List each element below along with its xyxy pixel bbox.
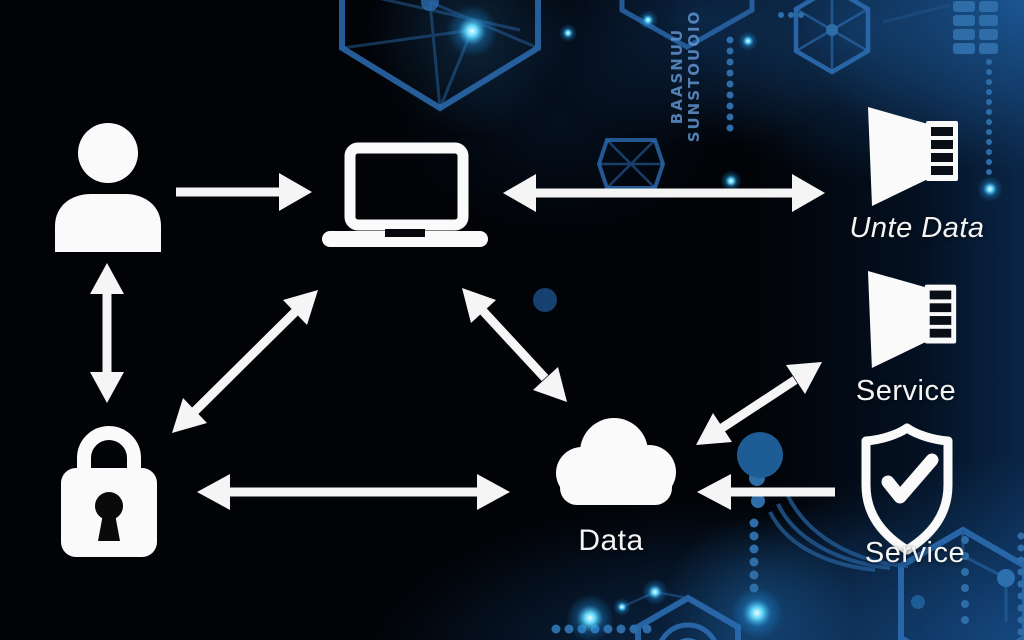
label-gateway-middle: Service: [855, 375, 957, 407]
lock-icon: [61, 426, 157, 557]
hexagon-bottom-center-ring: [659, 622, 717, 640]
arrow-user-laptop: [176, 173, 312, 211]
hexagon-top-middle: [619, 0, 755, 50]
label-cloud: Data: [578, 524, 644, 557]
server-door-icon-middle: [867, 270, 957, 368]
accent-dots: [421, 0, 1015, 640]
hexagon-small-lines: [599, 139, 663, 189]
arrow-cloud-service: [696, 362, 822, 445]
dotted-line-bottom-right: [961, 532, 1024, 636]
label-gateway-top: Unte Data: [849, 212, 985, 244]
shield-check-icon: [861, 423, 953, 555]
arrow-shield-cloud: [697, 474, 835, 510]
rack-squares-decoration: [953, 1, 998, 54]
arrow-user-lock: [90, 263, 124, 403]
cloud-icon: [556, 418, 676, 505]
label-shield: Service: [864, 537, 966, 569]
glow-dots: [446, 5, 1003, 640]
dotted-line-right: [986, 59, 992, 175]
hexagon-top-right-spokes: [795, 0, 869, 72]
arrow-laptop-cloud: [462, 288, 567, 402]
server-door-icon-top: [868, 107, 958, 206]
laptop-icon: [322, 142, 488, 247]
circuit-traces: [621, 3, 1008, 622]
arrow-lock-laptop: [172, 290, 318, 433]
dotted-line-vertical-top: [726, 36, 734, 132]
user-icon: [55, 123, 161, 252]
arrow-lock-cloud: [197, 474, 510, 510]
arrow-laptop-untedata: [503, 174, 825, 212]
arrows: [90, 173, 835, 510]
hexagon-top-center: [339, 0, 541, 112]
